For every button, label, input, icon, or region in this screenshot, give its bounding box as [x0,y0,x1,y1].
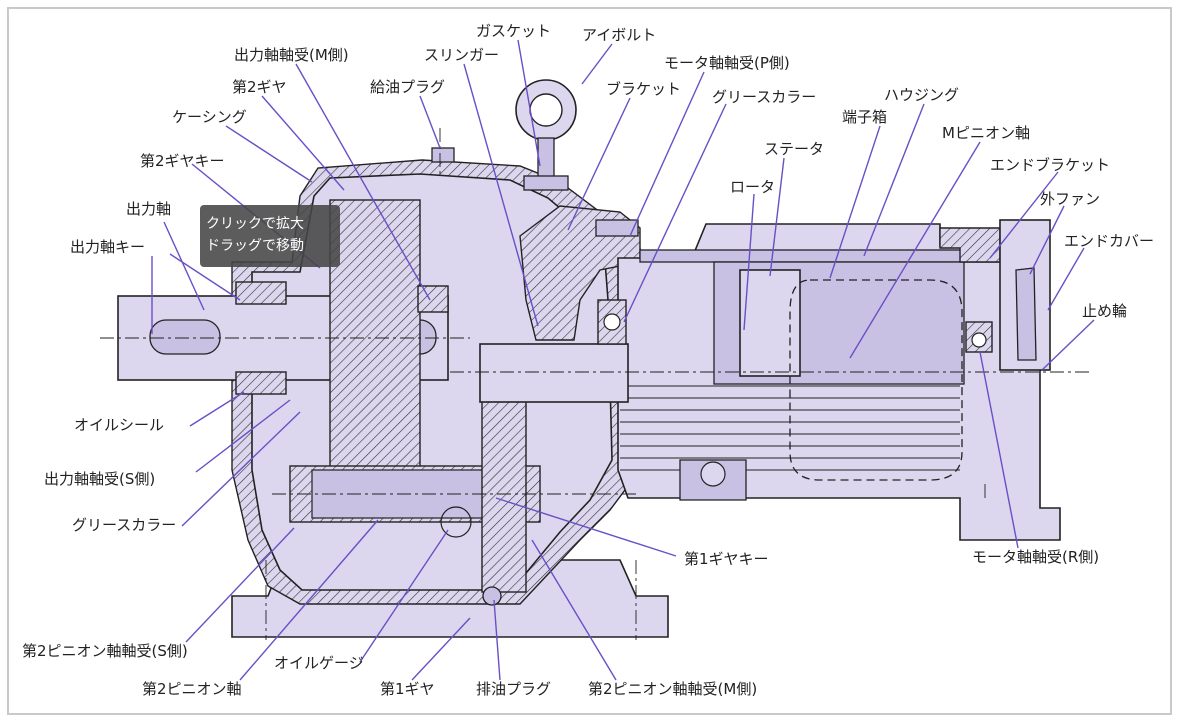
label-grease-collar-top: グリースカラー [712,88,816,106]
label-oil-plug: 給油プラグ [370,78,445,96]
label-casing: ケーシング [172,108,247,126]
label-rotor: ロータ [730,178,775,196]
label-first-gear-key: 第1ギヤキー [684,550,769,568]
label-housing: ハウジング [884,86,959,104]
label-retaining-ring: 止め輪 [1082,302,1127,320]
label-bracket: ブラケット [606,80,681,98]
label-terminal-box: 端子箱 [842,108,887,126]
figure-frame [7,7,1172,715]
label-second-pinion-shaft: 第2ピニオン軸 [142,680,242,698]
label-second-gear-top: 第2ギヤ [232,78,287,96]
label-motor-bearing-r: モータ軸軸受(R側) [972,548,1099,566]
label-end-cover: エンドカバー [1064,232,1154,250]
callout-labels: 出力軸軸受(M側) スリンガー ガスケット アイボルト モータ軸軸受(P側) 第… [22,22,1154,698]
zoom-drag-tooltip: クリックで拡大 ドラッグで移動 [200,205,340,267]
label-output-shaft: 出力軸 [126,200,171,218]
rotor-core [739,269,801,377]
label-eyebolt: アイボルト [582,26,656,44]
label-output-bearing-s: 出力軸軸受(S側) [44,470,155,488]
machine-drawing [100,79,1090,640]
label-m-pinion-shaft: Mピニオン軸 [942,124,1030,142]
outer-fan [1015,267,1037,361]
label-second-pinion-bearing-m: 第2ピニオン軸軸受(M側) [588,680,757,698]
second-gear [329,199,421,473]
label-second-gear-key: 第2ギヤキー [140,152,225,170]
label-slinger: スリンガー [424,46,499,64]
leader-lines [151,39,1095,681]
label-outer-fan: 外ファン [1040,190,1100,208]
label-output-shaft-key: 出力軸キー [70,238,145,256]
label-stator: ステータ [764,140,824,158]
label-second-pinion-bearing-s: 第2ピニオン軸軸受(S側) [22,642,188,660]
motor-shaft [479,343,629,403]
label-oil-gauge: オイルゲージ [274,654,364,672]
label-gasket: ガスケット [476,22,551,40]
label-end-bracket: エンドブラケット [990,156,1110,174]
tooltip-line-click-zoom: クリックで拡大 [206,216,304,232]
label-grease-collar-bottom: グリースカラー [72,516,176,534]
label-motor-bearing-p: モータ軸軸受(P側) [664,54,790,72]
label-drain-plug: 排油プラグ [476,680,551,698]
label-oil-seal: オイルシール [74,416,164,434]
m-pinion-dashed [789,279,963,481]
bracket [519,205,641,341]
label-output-bearing-m: 出力軸軸受(M側) [234,46,349,64]
label-first-gear: 第1ギヤ [380,680,435,698]
tooltip-line-drag-move: ドラッグで移動 [206,238,304,254]
